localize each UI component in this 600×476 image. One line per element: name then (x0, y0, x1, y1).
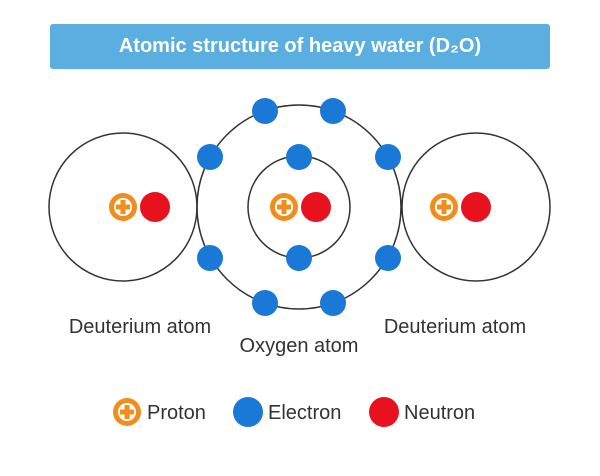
left-atom-label: Deuterium atom (69, 316, 211, 338)
electron-icon (286, 245, 312, 271)
electron-icon (252, 290, 278, 316)
left-proton-icon (109, 193, 137, 221)
legend-neutron-label: Neutron (404, 402, 475, 424)
legend-proton-icon (113, 398, 141, 426)
shared-electron-icon (197, 144, 223, 170)
oxygen-proton-icon (270, 193, 298, 221)
right-deuterium-orbit (401, 132, 551, 282)
electron-icon (252, 98, 278, 124)
oxygen-outer-orbit (196, 104, 402, 310)
title-banner: Atomic structure of heavy water (D₂O) (50, 24, 550, 69)
legend-electron-icon (233, 397, 263, 427)
legend-neutron-icon (369, 397, 399, 427)
diagram-title: Atomic structure of heavy water (D₂O) (118, 35, 482, 57)
shared-electron-icon (375, 144, 401, 170)
right-neutron-icon (461, 192, 491, 222)
legend: Proton Electron Neutron (113, 397, 475, 427)
oxygen-neutron-icon (301, 192, 331, 222)
legend-electron-label: Electron (268, 402, 341, 424)
electron-icon (320, 290, 346, 316)
shared-electron-icon (197, 245, 223, 271)
right-proton-icon (430, 193, 458, 221)
center-atom-label: Oxygen atom (240, 335, 359, 357)
legend-proton-label: Proton (147, 402, 206, 424)
electron-icon (286, 144, 312, 170)
oxygen-inner-orbit (247, 155, 351, 259)
electron-icon (320, 98, 346, 124)
right-atom-label: Deuterium atom (384, 316, 526, 338)
left-neutron-icon (140, 192, 170, 222)
shared-electron-icon (375, 245, 401, 271)
